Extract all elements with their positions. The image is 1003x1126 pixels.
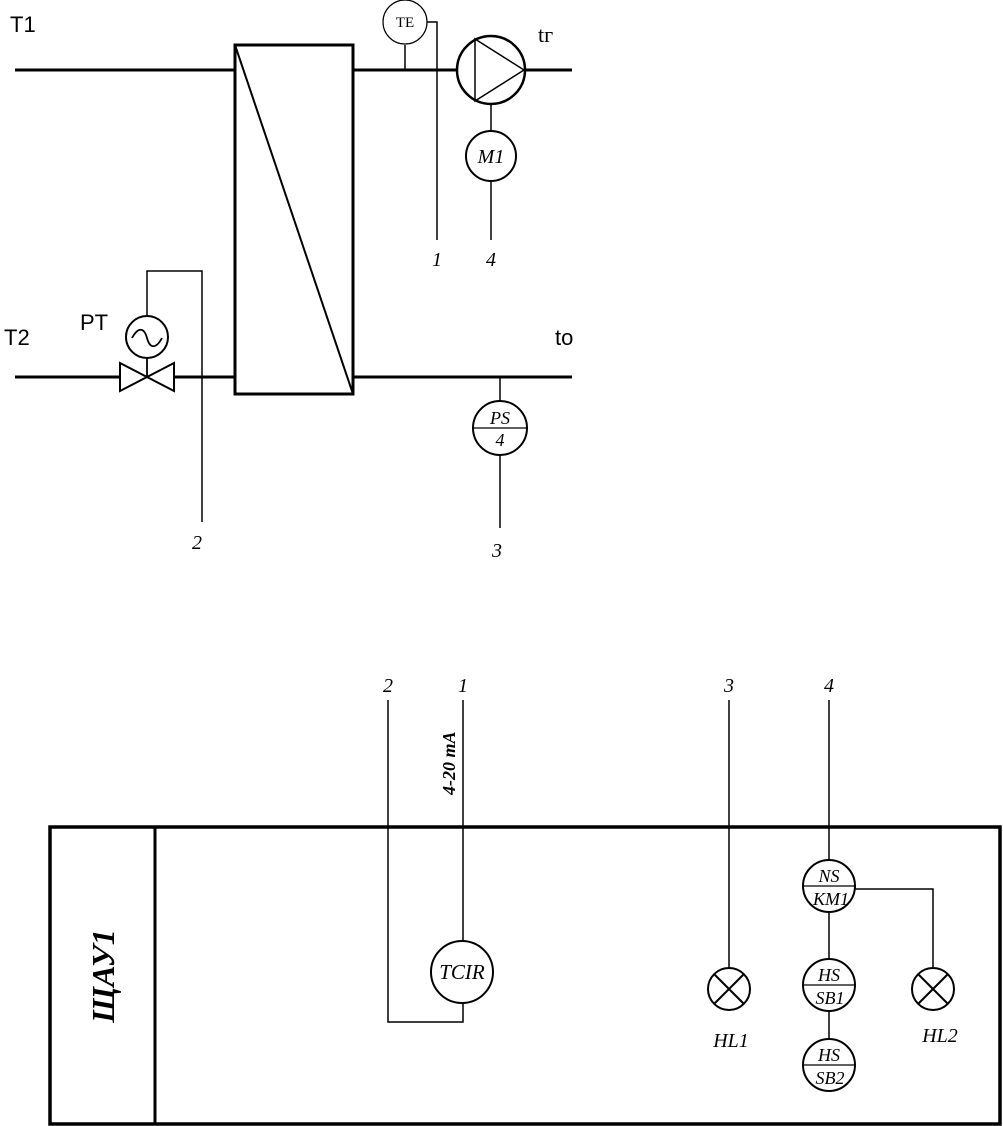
label-ps: PS xyxy=(489,408,510,428)
signal-line-1 xyxy=(427,21,438,240)
km1-to-hl2 xyxy=(855,888,934,968)
panel-title: ЩАУ1 xyxy=(85,929,121,1024)
label-ns: NS xyxy=(817,866,839,886)
line-number-1: 1 xyxy=(432,249,442,271)
actuator-tilde-icon xyxy=(131,328,163,348)
label-ps-number: 4 xyxy=(496,430,505,450)
label-tg: tг xyxy=(538,22,553,47)
panel-line-number-1: 1 xyxy=(458,675,468,697)
panel-line-number-2: 2 xyxy=(383,675,393,697)
label-sb2: SB2 xyxy=(816,1068,845,1088)
pump-triangle xyxy=(474,37,526,103)
signal-label: 4-20 mA xyxy=(439,731,459,796)
label-hs-2: HS xyxy=(817,1045,840,1065)
panel-line-number-4: 4 xyxy=(824,675,834,697)
panel-line-number-3: 3 xyxy=(723,675,734,697)
line-number-4: 4 xyxy=(486,249,496,271)
controller-tcir xyxy=(430,940,494,1004)
signal-line-2 xyxy=(146,270,203,522)
panel-line-2 xyxy=(387,700,464,1023)
lamp-hl2-cross-b xyxy=(917,973,949,1005)
control-panel xyxy=(48,825,1002,1126)
label-t1: T1 xyxy=(10,12,36,37)
label-hs-1: HS xyxy=(817,965,840,985)
label-tcir: TCIR xyxy=(439,960,485,984)
label-te: TE xyxy=(396,15,414,31)
lamp-hl1-cross-b xyxy=(713,973,745,1005)
label-to: to xyxy=(555,325,573,350)
line-number-2: 2 xyxy=(192,532,202,554)
label-hl1: HL1 xyxy=(712,1030,749,1052)
label-pt: PT xyxy=(80,310,108,335)
heat-exchanger xyxy=(233,43,355,396)
pump xyxy=(455,34,527,106)
label-km1: KM1 xyxy=(812,889,849,909)
label-t2: T2 xyxy=(4,325,30,350)
lamp-hl2-icon xyxy=(911,967,955,1011)
lamp-hl1-icon xyxy=(707,967,751,1011)
label-sb1: SB1 xyxy=(816,988,845,1008)
line-number-3: 3 xyxy=(491,540,502,562)
label-m1: M1 xyxy=(477,146,505,168)
heat-exchanger-diagonal xyxy=(234,44,354,395)
label-hl2: HL2 xyxy=(921,1025,958,1047)
